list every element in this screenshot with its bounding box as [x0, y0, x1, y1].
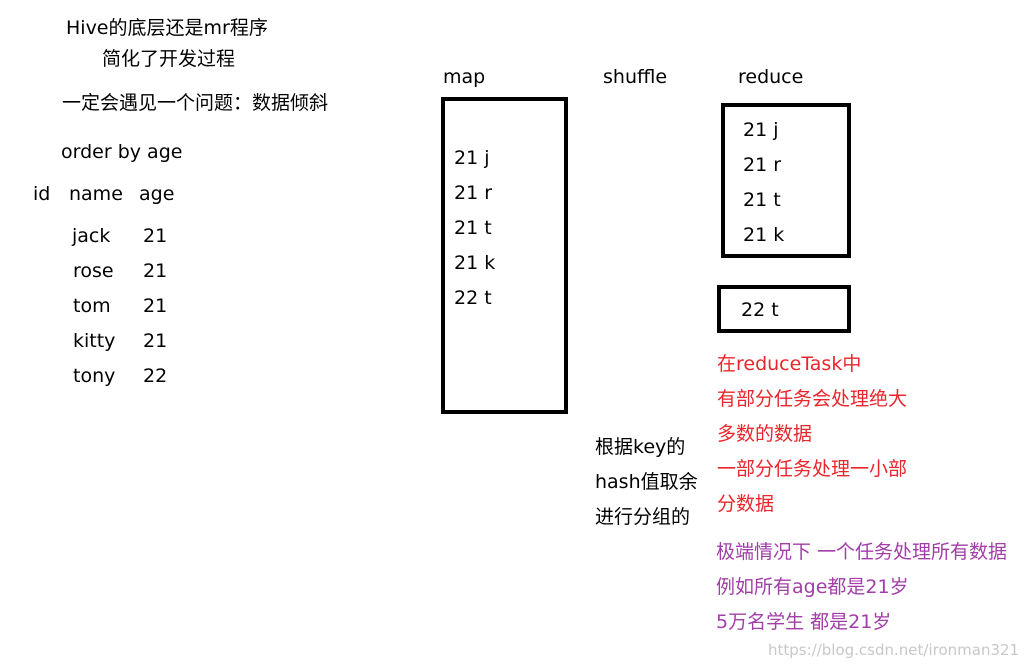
red-note-line: 有部分任务会处理绝大 — [717, 388, 908, 410]
reduce1-item: 21 r — [743, 154, 782, 176]
map-item: 22 t — [454, 287, 492, 309]
row-age: 22 — [143, 365, 168, 387]
red-note-line: 一部分任务处理一小部 — [717, 458, 908, 480]
row-name: rose — [73, 260, 114, 282]
note-data-skew: 一定会遇见一个问题：数据倾斜 — [62, 92, 329, 114]
reduce-box-2 — [717, 285, 851, 333]
row-name: tom — [73, 295, 111, 317]
stage-shuffle-label: shuffle — [603, 66, 668, 88]
note-hive-mr: Hive的底层还是mr程序 — [66, 17, 268, 39]
note-simplified: 简化了开发过程 — [102, 48, 236, 70]
header-age: age — [139, 183, 175, 205]
watermark: https://blog.csdn.net/ironman321 — [768, 641, 1020, 659]
reduce1-item: 21 k — [743, 224, 785, 246]
purple-note-line: 例如所有age都是21岁 — [716, 576, 909, 598]
shuffle-note-line: hash值取余 — [595, 471, 698, 493]
map-item: 21 r — [454, 182, 493, 204]
map-item: 21 j — [454, 147, 490, 169]
row-name: jack — [72, 225, 111, 247]
reduce2-item: 22 t — [741, 299, 779, 321]
row-age: 21 — [143, 330, 168, 352]
row-age: 21 — [143, 225, 168, 247]
red-note-line: 在reduceTask中 — [717, 353, 862, 375]
map-box — [441, 97, 568, 414]
row-age: 21 — [143, 295, 168, 317]
shuffle-note-line: 进行分组的 — [595, 506, 691, 528]
reduce1-item: 21 j — [743, 119, 779, 141]
purple-note-line: 极端情况下 一个任务处理所有数据 — [716, 541, 1008, 563]
row-name: tony — [73, 365, 116, 387]
note-order-by: order by age — [61, 141, 183, 163]
row-name: kitty — [73, 330, 116, 352]
map-item: 21 k — [454, 252, 496, 274]
shuffle-note-line: 根据key的 — [595, 436, 686, 458]
stage-reduce-label: reduce — [738, 66, 804, 88]
red-note-line: 分数据 — [717, 493, 775, 515]
reduce1-item: 21 t — [743, 189, 781, 211]
stage-map-label: map — [443, 66, 486, 88]
purple-note-line: 5万名学生 都是21岁 — [716, 611, 892, 633]
row-age: 21 — [143, 260, 168, 282]
red-note-line: 多数的数据 — [717, 423, 813, 445]
map-item: 21 t — [454, 217, 492, 239]
header-id: id — [33, 183, 51, 205]
header-name: name — [69, 183, 123, 205]
reduce-box-1 — [721, 103, 851, 258]
